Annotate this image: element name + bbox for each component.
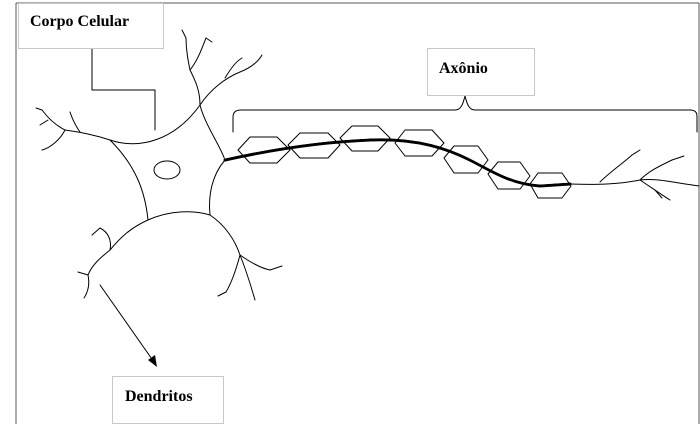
dendritos-label: Dendritos <box>125 388 193 405</box>
corpo-celular-label-box: Corpo Celular <box>18 3 164 49</box>
dendritos-label-box: Dendritos <box>112 376 224 424</box>
dendrite-left <box>36 108 110 150</box>
dendritos-pointer-line <box>100 285 154 362</box>
corpo-celular-label: Corpo Celular <box>30 13 129 30</box>
axon-terminal <box>570 150 699 200</box>
cell-nucleus <box>154 161 180 179</box>
axon-brace <box>233 96 697 132</box>
myelin-sheath <box>238 126 571 198</box>
dendrite-bottom <box>78 215 282 300</box>
axonio-label-box: Axônio <box>427 48 535 96</box>
cell-body <box>110 105 225 220</box>
diagram-frame <box>16 3 699 424</box>
dendritos-arrowhead <box>148 355 157 367</box>
dendrite-top <box>182 30 262 105</box>
corpo-celular-pointer-line <box>92 42 155 130</box>
axonio-label: Axônio <box>439 60 488 77</box>
axon-line-inner <box>225 138 570 184</box>
